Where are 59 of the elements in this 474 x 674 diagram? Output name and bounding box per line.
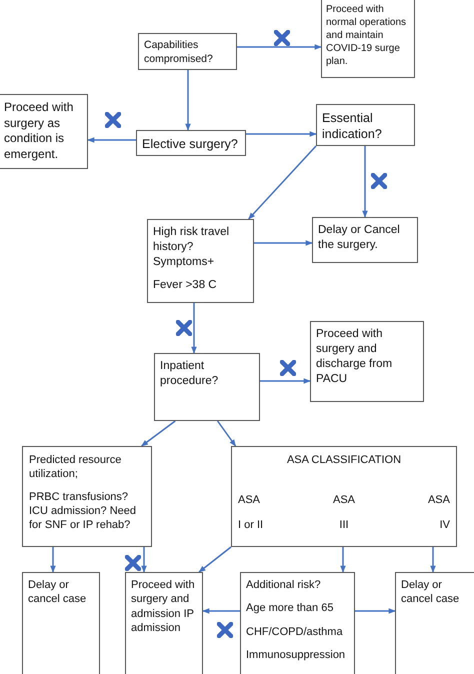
box-text: Predicted resource utilization; — [29, 453, 122, 482]
process-box — [395, 572, 474, 674]
box-text: Proceed with normal operations and maintain COVID-19 surge plan. — [326, 3, 408, 68]
box-text: Essential indication? — [322, 110, 383, 142]
arrow — [260, 378, 311, 384]
arrow — [237, 44, 322, 50]
box-text: Fever >38 C — [153, 278, 218, 293]
arrow — [248, 146, 317, 220]
arrow — [355, 608, 396, 614]
process-box — [154, 353, 260, 421]
process-box — [312, 217, 418, 263]
process-box — [321, 0, 415, 78]
process-box — [240, 572, 355, 674]
class-label: I or II — [238, 518, 264, 532]
box-text: Delay or cancel case — [401, 578, 460, 607]
box-text: Proceed with surgery and admission IP admission — [131, 578, 196, 636]
process-box — [147, 219, 254, 303]
box-text: PRBC transfusions? ICU admission? Need for SNF or IP rehab? — [29, 490, 137, 532]
arrow — [254, 240, 313, 246]
box-text: Proceed with surgery and discharge from PACU — [316, 327, 394, 387]
arrow — [202, 608, 240, 614]
box-text: Proceed with surgery as condition is emergent. — [4, 100, 74, 162]
box-text: Delay or cancel case — [28, 578, 88, 607]
process-box — [22, 572, 100, 674]
box-text: Immunosuppression — [246, 648, 346, 662]
arrow — [430, 547, 436, 573]
box-text: Age more than 65 — [246, 601, 334, 616]
box-text: Elective surgery? — [142, 136, 239, 152]
process-box — [136, 130, 246, 156]
arrow — [246, 131, 317, 137]
arrow — [141, 420, 176, 447]
box-text: CHF/COPD/asthma — [246, 624, 344, 639]
box-text: Capabilities compromised? — [144, 39, 214, 66]
arrow — [198, 546, 232, 573]
class-label: ASA — [332, 493, 356, 508]
class-label: III — [338, 518, 350, 532]
arrow — [141, 547, 147, 573]
process-box — [138, 33, 237, 70]
box-text: Additional risk? — [246, 578, 322, 592]
process-box — [125, 572, 203, 674]
process-box — [231, 446, 457, 547]
arrow — [50, 547, 56, 573]
box-text: High risk travel history? Symptoms+ — [153, 225, 230, 270]
process-box — [310, 321, 424, 402]
process-box — [316, 104, 415, 146]
class-label: ASA — [238, 493, 262, 508]
arrow — [340, 547, 346, 573]
class-label: IV — [438, 518, 450, 532]
box-text: Inpatient procedure? — [160, 359, 220, 389]
arrow — [191, 303, 197, 354]
arrow — [185, 70, 191, 131]
arrow — [217, 420, 236, 447]
class-label: ASA — [426, 493, 450, 508]
arrow — [87, 137, 136, 143]
process-box — [22, 446, 152, 547]
arrow — [362, 146, 368, 218]
process-box — [0, 94, 88, 169]
box-text: Delay or Cancel the surgery. — [318, 223, 401, 253]
box-heading: ASA CLASSIFICATION — [286, 453, 402, 468]
